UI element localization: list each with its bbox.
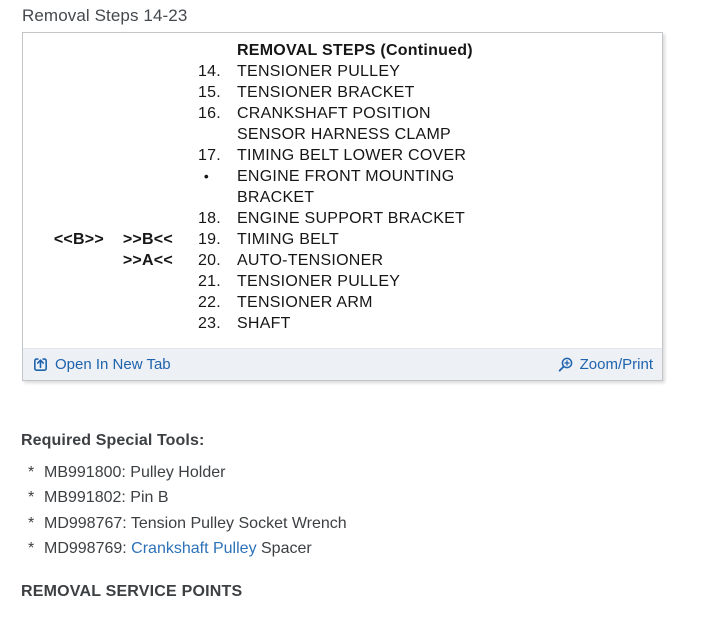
- step-text: ENGINE FRONT MOUNTING: [237, 168, 455, 185]
- installation-marker: [104, 82, 173, 103]
- removal-marker: <<B>>: [53, 231, 104, 248]
- step-text: TENSIONER ARM: [237, 294, 373, 311]
- step-number: [173, 187, 221, 208]
- tool-bullet: *: [28, 464, 35, 481]
- removal-marker: [23, 166, 104, 187]
- removal-marker: [23, 250, 104, 271]
- step-number: 14.: [198, 63, 221, 80]
- removal-service-points-heading: REMOVAL SERVICE POINTS: [21, 583, 243, 600]
- open-in-new-tab-icon: [34, 358, 47, 371]
- tool-item: * MD998767: Tension Pulley Socket Wrench: [21, 511, 347, 536]
- tools-heading: Required Special Tools:: [21, 432, 205, 449]
- tools-list: * MB991800: Pulley Holder * MB991802: Pin B…: [21, 460, 347, 561]
- step-row: 23. SHAFT: [23, 313, 662, 334]
- tool-link[interactable]: Crankshaft Pulley: [131, 539, 257, 557]
- required-special-tools-section: Required Special Tools: * MB991800: Pulle…: [21, 429, 347, 561]
- removal-steps-figure-panel: REMOVAL STEPS (Continued) 14. TENSIONER …: [22, 32, 663, 381]
- step-row: 15. TENSIONER BRACKET: [23, 82, 662, 103]
- open-in-new-tab-label: Open In New Tab: [55, 356, 171, 373]
- step-number: 17.: [198, 147, 221, 164]
- installation-marker: [104, 313, 173, 334]
- figure-toolbar: Open In New Tab Zoom/Print: [23, 348, 662, 380]
- removal-marker: [23, 40, 104, 61]
- step-text: SENSOR HARNESS CLAMP: [237, 126, 451, 143]
- removal-marker: [23, 82, 104, 103]
- zoom-print-link[interactable]: Zoom/Print: [556, 356, 653, 374]
- step-number: 23.: [198, 315, 221, 332]
- step-row: 17. TIMING BELT LOWER COVER: [23, 145, 662, 166]
- step-row: REMOVAL STEPS (Continued): [23, 40, 662, 61]
- installation-marker: [104, 145, 173, 166]
- tool-text-suffix: Spacer: [256, 539, 312, 557]
- tool-bullet: *: [28, 539, 35, 557]
- step-text: AUTO-TENSIONER: [237, 252, 384, 269]
- tool-item: * MD998769: Crankshaft Pulley Spacer: [21, 536, 347, 561]
- step-text: TENSIONER PULLEY: [237, 63, 401, 80]
- removal-marker: [23, 208, 104, 229]
- installation-marker: [104, 124, 173, 145]
- removal-marker: [23, 292, 104, 313]
- step-row: 14. TENSIONER PULLEY: [23, 61, 662, 82]
- installation-marker: [104, 271, 173, 292]
- installation-marker: [104, 187, 173, 208]
- step-row: 21. TENSIONER PULLEY: [23, 271, 662, 292]
- installation-marker: >>B<<: [122, 231, 173, 248]
- tool-item: * MB991802: Pin B: [21, 485, 347, 510]
- step-row: SENSOR HARNESS CLAMP: [23, 124, 662, 145]
- step-text: TIMING BELT LOWER COVER: [237, 147, 467, 164]
- installation-marker: [104, 166, 173, 187]
- zoom-print-label: Zoom/Print: [579, 356, 653, 373]
- tool-item: * MB991800: Pulley Holder: [21, 460, 347, 485]
- step-number: [173, 124, 221, 145]
- page-title: Removal Steps 14-23: [22, 6, 188, 25]
- installation-marker: [104, 103, 173, 124]
- removal-marker: [23, 271, 104, 292]
- step-row: >>A<< 20. AUTO-TENSIONER: [23, 250, 662, 271]
- step-text: REMOVAL STEPS (Continued): [237, 42, 473, 59]
- installation-marker: [104, 208, 173, 229]
- installation-marker: [104, 292, 173, 313]
- tool-bullet: *: [28, 489, 35, 507]
- step-row: • ENGINE FRONT MOUNTING: [23, 166, 662, 187]
- step-number: 15.: [198, 84, 221, 101]
- installation-marker: >>A<<: [122, 252, 173, 269]
- tool-text: MB991802: Pin B: [44, 489, 169, 507]
- step-number: [173, 40, 221, 61]
- step-text: SHAFT: [237, 315, 291, 332]
- open-in-new-tab-link[interactable]: Open In New Tab: [32, 356, 171, 373]
- step-row: BRACKET: [23, 187, 662, 208]
- removal-steps-list: REMOVAL STEPS (Continued) 14. TENSIONER …: [23, 33, 662, 348]
- tool-text: MD998769:: [44, 539, 132, 557]
- step-text: TENSIONER PULLEY: [237, 273, 401, 290]
- step-number: 16.: [198, 105, 221, 122]
- step-text: BRACKET: [237, 189, 315, 206]
- step-text: TENSIONER BRACKET: [237, 84, 415, 101]
- step-text: ENGINE SUPPORT BRACKET: [237, 210, 466, 227]
- step-row: <<B>> >>B<< 19. TIMING BELT: [23, 229, 662, 250]
- step-number: •: [203, 168, 209, 184]
- removal-marker: [23, 187, 104, 208]
- tool-text: MD998767: Tension Pulley Socket Wrench: [44, 514, 347, 532]
- installation-marker: [104, 61, 173, 82]
- step-number: 18.: [198, 210, 221, 227]
- removal-marker: [23, 103, 104, 124]
- zoom-in-icon: [558, 357, 572, 371]
- step-text: TIMING BELT: [237, 231, 340, 248]
- removal-marker: [23, 145, 104, 166]
- step-row: 22. TENSIONER ARM: [23, 292, 662, 313]
- step-number: 22.: [198, 294, 221, 311]
- removal-marker: [23, 124, 104, 145]
- step-text: CRANKSHAFT POSITION: [237, 105, 431, 122]
- removal-marker: [23, 61, 104, 82]
- installation-marker: [104, 40, 173, 61]
- step-row: 16. CRANKSHAFT POSITION: [23, 103, 662, 124]
- tool-text: MB991800: Pulley Holder: [44, 464, 226, 481]
- step-number: 21.: [198, 273, 221, 290]
- step-row: 18. ENGINE SUPPORT BRACKET: [23, 208, 662, 229]
- step-number: 20.: [198, 252, 221, 269]
- step-number: 19.: [198, 231, 221, 248]
- removal-marker: [23, 313, 104, 334]
- tool-bullet: *: [28, 514, 35, 532]
